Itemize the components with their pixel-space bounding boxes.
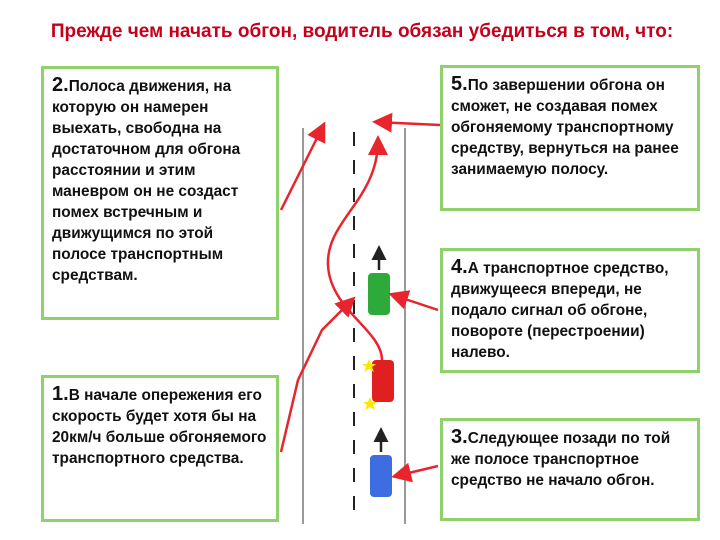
pointer-arrow-5 xyxy=(372,112,441,133)
condition-box-5: 5.По завершении обгона он сможет, не соз… xyxy=(440,65,700,211)
condition-text: Следующее позади по той же полосе трансп… xyxy=(451,430,671,489)
condition-text: Полоса движения, на которую он намерен в… xyxy=(52,78,241,284)
condition-text: А транспортное средство, движущееся впер… xyxy=(451,260,669,361)
pointer-arrow-1 xyxy=(279,296,356,453)
condition-box-1: 1.В начале опережения его скорость будет… xyxy=(41,375,279,522)
overtaking-trajectory-arrow xyxy=(326,135,388,361)
condition-number: 2. xyxy=(52,74,69,96)
car-rear-vehicle xyxy=(370,455,392,497)
car-front-vehicle xyxy=(368,273,390,315)
pointer-arrow-2 xyxy=(279,121,326,211)
condition-box-4: 4.А транспортное средство, движущееся вп… xyxy=(440,248,700,373)
condition-box-3: 3.Следующее позади по той же полосе тран… xyxy=(440,418,700,521)
condition-number: 1. xyxy=(52,383,69,405)
pointer-arrow-3 xyxy=(391,462,439,483)
car-overtaking-vehicle xyxy=(372,360,394,402)
turn-signal-rear-icon xyxy=(363,397,377,410)
page-title: Прежде чем начать обгон, водитель обязан… xyxy=(50,21,674,42)
turn-signal-front-icon xyxy=(362,359,376,372)
condition-text: В начале опережения его скорость будет х… xyxy=(52,387,267,467)
pointer-arrow-4 xyxy=(388,290,439,312)
condition-box-2: 2.Полоса движения, на которую он намерен… xyxy=(41,66,279,320)
condition-number: 4. xyxy=(451,256,468,278)
condition-text: По завершении обгона он сможет, не созда… xyxy=(451,77,679,178)
condition-number: 3. xyxy=(451,426,468,448)
condition-number: 5. xyxy=(451,73,468,95)
